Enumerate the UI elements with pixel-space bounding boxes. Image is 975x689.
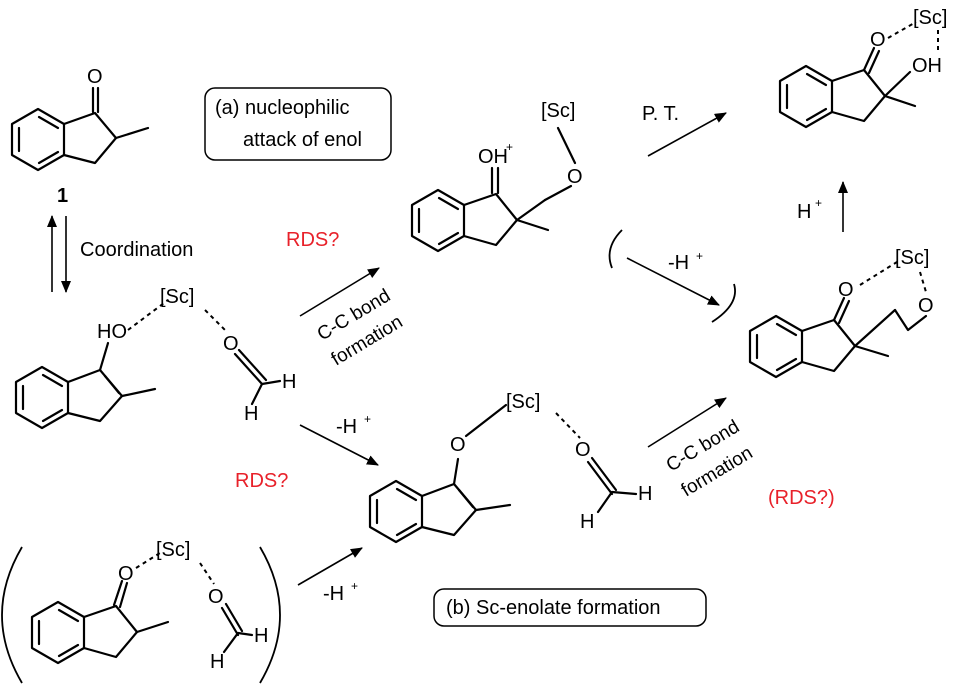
minus-h-plus-mid: + <box>364 412 371 426</box>
protonated-aldol-intermediate: OH + O [Sc] <box>410 100 583 253</box>
enolate-formaldehyde-o: O <box>575 439 591 461</box>
enolate-formaldehyde-h2: H <box>580 511 594 533</box>
oxonium-oh: OH <box>478 146 508 168</box>
cc-bond-formation-lower: C-C bond formation <box>647 397 756 501</box>
enolate-oxygen: O <box>450 434 466 456</box>
bracket-formaldehyde-o: O <box>208 586 224 608</box>
bracket-deprotonation-arrow: -H + <box>297 547 363 605</box>
sc-label-3: [Sc] <box>913 7 947 29</box>
enolate-formaldehyde-h1: H <box>638 483 652 505</box>
sc-label-2: [Sc] <box>541 100 575 122</box>
sc-alkoxide-product: O [Sc] O <box>748 247 934 379</box>
coordination-label: Coordination <box>80 239 193 261</box>
h-plus-sup: + <box>815 196 822 210</box>
cc-bond-formation-upper: C-C bond formation <box>299 267 406 370</box>
product-carbonyl-o: O <box>870 29 886 51</box>
rds-question-paren: (RDS?) <box>768 487 835 509</box>
protonation-arrow: H + <box>797 181 848 232</box>
sc-label-6: [Sc] <box>156 539 190 561</box>
box-a-nucleophilic-attack: (a) nucleophilic attack of enol <box>204 87 392 161</box>
minus-h-label-mid: -H <box>336 416 357 438</box>
compound-1-indanone: O 1 <box>10 66 150 207</box>
box-b-enolate-formation: (b) Sc-enolate formation <box>433 588 707 627</box>
rds-question-lower: RDS? <box>235 470 288 492</box>
sc-enolate-complex: O [Sc] O H H <box>368 391 652 544</box>
box-a-line1: (a) nucleophilic <box>215 97 350 119</box>
h-plus-label: H <box>797 201 811 223</box>
enol-sc-formaldehyde-complex: HO [Sc] O H H <box>14 286 296 430</box>
ketone-sc-complex-bracketed: O [Sc] O H H <box>1 539 281 684</box>
alkoxide-oxygen: O <box>918 295 934 317</box>
enol-ho: HO <box>97 321 127 343</box>
coordination-equilibrium-arrows: Coordination <box>47 215 193 293</box>
minus-h-label-upper: -H <box>668 252 689 274</box>
carbonyl-oxygen: O <box>87 66 103 88</box>
bracket-formaldehyde-h2: H <box>210 651 224 673</box>
enolate-formation-arrow: -H + <box>299 412 379 466</box>
minus-h-label-lower: -H <box>323 583 344 605</box>
pt-label: P. T. <box>642 103 679 125</box>
rds-question-upper: RDS? <box>286 229 339 251</box>
ketone-oxygen: O <box>118 563 134 585</box>
formaldehyde-h1: H <box>282 371 296 393</box>
compound-number: 1 <box>57 185 68 207</box>
product-oh: OH <box>912 55 942 77</box>
formaldehyde-oxygen: O <box>223 333 239 355</box>
box-b-label: (b) Sc-enolate formation <box>446 597 661 619</box>
box-a-line2: attack of enol <box>243 129 362 151</box>
minus-h-plus-lower: + <box>351 579 358 593</box>
proton-transfer-arrow: P. T. <box>642 103 727 157</box>
oxonium-plus: + <box>506 140 513 154</box>
minus-h-plus-upper: + <box>696 249 703 263</box>
sc-chelated-product: O [Sc] OH <box>778 7 947 129</box>
minus-h-bracket-path: -H + <box>608 229 736 323</box>
bracket-formaldehyde-h1: H <box>254 625 268 647</box>
sc-label-4: [Sc] <box>895 247 929 269</box>
alkoxide-carbonyl-o: O <box>838 279 854 301</box>
sc-label: [Sc] <box>160 286 194 308</box>
ether-oxygen: O <box>567 166 583 188</box>
sc-label-5: [Sc] <box>506 391 540 413</box>
formaldehyde-h2: H <box>244 403 258 425</box>
